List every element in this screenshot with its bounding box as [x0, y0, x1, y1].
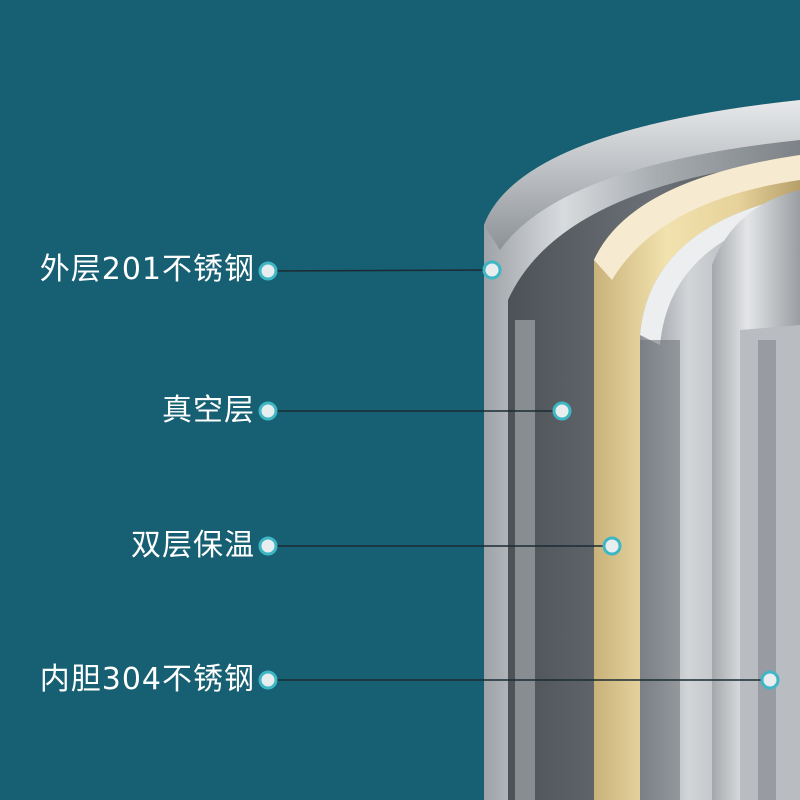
label-dot-double [258, 536, 278, 556]
callout-label-inner-liner: 内胆304不锈钢 [39, 662, 255, 697]
leader-line-outer [267, 269, 493, 272]
label-dot-outer [258, 261, 278, 281]
callout-label-double-insulation: 双层保温 [131, 528, 255, 563]
layer-dot-inner [760, 670, 780, 690]
inner-liner-layer [712, 190, 800, 800]
label-dot-vacuum [258, 401, 278, 421]
callout-label-vacuum-layer: 真空层 [162, 393, 255, 428]
layer-dot-vacuum [552, 401, 572, 421]
callout-label-outer-layer: 外层201不锈钢 [39, 252, 255, 287]
layer-dot-outer [482, 260, 502, 280]
layer-dot-double [602, 536, 622, 556]
label-dot-inner [258, 670, 278, 690]
